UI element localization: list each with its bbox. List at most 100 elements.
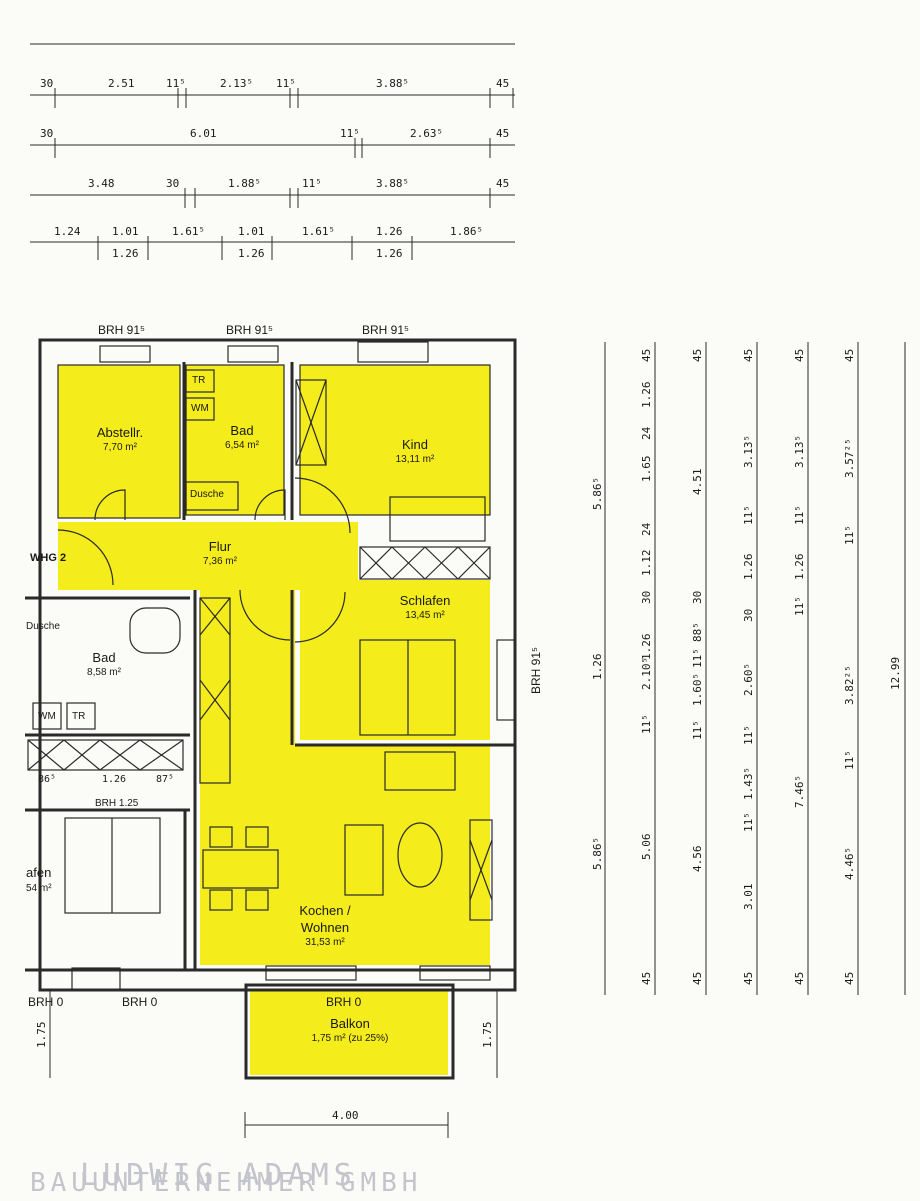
room-label-kochen-wohnen-2: Wohnen xyxy=(300,920,350,935)
room-label-abstellr: Abstellr. xyxy=(96,425,144,440)
dim-label: 3.88⁵ xyxy=(376,77,410,90)
dim-label: 4.00 xyxy=(332,1109,359,1122)
dim-label: 11⁵ xyxy=(691,648,704,668)
dim-label: 1.26 xyxy=(112,247,139,260)
dim-label: 45 xyxy=(496,177,510,190)
dim-label: 11⁵ xyxy=(742,725,755,745)
dim-label: 30 xyxy=(166,177,180,190)
room-area-kind: 13,11 m² xyxy=(395,454,435,465)
dim-label: 30 xyxy=(40,77,54,90)
room-area-flur: 7,36 m² xyxy=(203,556,237,567)
fill-kochen-wohnen-upper xyxy=(200,590,295,750)
dim-label: 1.26 xyxy=(591,653,604,681)
dim-label: 3.01 xyxy=(742,883,755,911)
dim-label: 1.26 xyxy=(376,247,403,260)
dim-label: 11⁵ xyxy=(793,596,806,616)
room-area-kochen-wohnen: 31,53 m² xyxy=(305,937,345,948)
dim-label: 1.26 xyxy=(640,381,653,409)
fixture-shower-label-2: Dusche xyxy=(26,621,60,632)
dim-label: 1.26 xyxy=(102,774,127,785)
dim-label: 11⁵ xyxy=(640,714,653,734)
room-area-bad: 6,54 m² xyxy=(225,440,259,451)
dim-label: 2.51 xyxy=(108,77,135,90)
brh-label: BRH 91⁵ xyxy=(98,323,145,337)
room-area-bad-2: 8,58 m² xyxy=(87,667,121,678)
dim-label: 3.48 xyxy=(88,177,115,190)
dim-label: 11⁵ xyxy=(793,505,806,525)
dim-label: 11⁵ xyxy=(843,750,856,770)
room-label-flur: Flur xyxy=(208,539,232,554)
dim-label: 12.99 xyxy=(889,656,902,690)
dim-label: 11⁵ xyxy=(166,77,186,90)
dim-label: 24 xyxy=(640,522,653,536)
dim-label: 30 xyxy=(40,127,54,140)
brh-label: BRH 1.25 xyxy=(95,798,139,809)
fill-flur xyxy=(58,522,358,590)
dim-label: 1.26 xyxy=(238,247,265,260)
dim-label: 3.88⁵ xyxy=(376,177,410,190)
company-stamp-line-1: LUDWIG ADAMS xyxy=(80,1158,357,1193)
room-label-balkon: Balkon xyxy=(330,1016,370,1031)
dim-label: 1.86⁵ xyxy=(450,225,484,238)
apartment-label: WHG 2 xyxy=(30,552,67,564)
room-label-schlafen-partial: afen xyxy=(26,865,52,880)
dim-label: 24 xyxy=(640,426,653,440)
dim-label: 11⁵ xyxy=(843,525,856,545)
dim-label: 30 xyxy=(640,590,653,604)
room-label-schlafen: Schlafen xyxy=(399,593,451,608)
dim-label: 4.46⁵ xyxy=(843,846,856,880)
dim-label: 11⁵ xyxy=(340,127,360,140)
dim-label: 45 xyxy=(843,348,856,362)
dim-label: 11⁵ xyxy=(691,720,704,740)
brh-label: BRH 0 xyxy=(122,995,158,1009)
dim-label: 11⁵ xyxy=(302,177,322,190)
dim-label: 45 xyxy=(793,348,806,362)
dim-label: 2.63⁵ xyxy=(410,127,444,140)
dim-label: 1.61⁵ xyxy=(302,225,336,238)
dim-label: 1.65 xyxy=(640,455,653,483)
dim-label: 86⁵ xyxy=(38,774,57,785)
dim-label: 2.13⁵ xyxy=(220,77,254,90)
dim-label: 4.56 xyxy=(691,845,704,873)
brh-label: BRH 91⁵ xyxy=(362,323,409,337)
fill-balkon xyxy=(250,990,448,1075)
room-area-schlafen-partial: 54 m² xyxy=(26,883,52,894)
dim-label: 4.51 xyxy=(691,468,704,496)
fill-abstellr xyxy=(58,365,180,518)
dim-label: 1.26 xyxy=(793,553,806,581)
dim-label: 1.61⁵ xyxy=(172,225,206,238)
dim-label: 1.12 xyxy=(640,549,653,577)
dim-label: 88⁵ xyxy=(691,622,704,642)
dim-label: 1.26 xyxy=(742,553,755,581)
dim-label: 5.06 xyxy=(640,833,653,861)
dim-label: 1.75 xyxy=(35,1021,48,1049)
dim-label: 1.75 xyxy=(481,1021,494,1049)
brh-label: BRH 0 xyxy=(326,995,362,1009)
dim-label: 5.86⁵ xyxy=(591,476,604,510)
dim-label: 3.13⁵ xyxy=(742,434,755,468)
dim-label: 3.82²⁵ xyxy=(843,665,856,705)
dim-label: 30 xyxy=(742,608,755,622)
dim-label: 45 xyxy=(742,971,755,985)
dim-label: 3.13⁵ xyxy=(793,434,806,468)
dim-label: 45 xyxy=(640,348,653,362)
dimension-lines xyxy=(30,43,906,1138)
dim-label: 1.24 xyxy=(54,225,81,238)
dim-label: 11⁵ xyxy=(742,812,755,832)
dim-label: 45 xyxy=(742,348,755,362)
fixture-dryer-label-2: TR xyxy=(72,711,86,722)
brh-label: BRH 91⁵ xyxy=(529,647,543,694)
room-label-kind: Kind xyxy=(401,437,429,452)
dim-label: 45 xyxy=(843,971,856,985)
fixture-shower-label: Dusche xyxy=(190,489,224,500)
thin-lines xyxy=(27,341,516,991)
dim-label: 5.86⁵ xyxy=(591,836,604,870)
dim-label: 11⁵ xyxy=(742,505,755,525)
dim-label: 45 xyxy=(496,127,510,140)
dim-label: 1.01 xyxy=(238,225,265,238)
dim-label: 2.60⁵ xyxy=(742,662,755,696)
dim-label: 1.26 xyxy=(376,225,403,238)
dim-label: 7.46⁵ xyxy=(793,774,806,808)
